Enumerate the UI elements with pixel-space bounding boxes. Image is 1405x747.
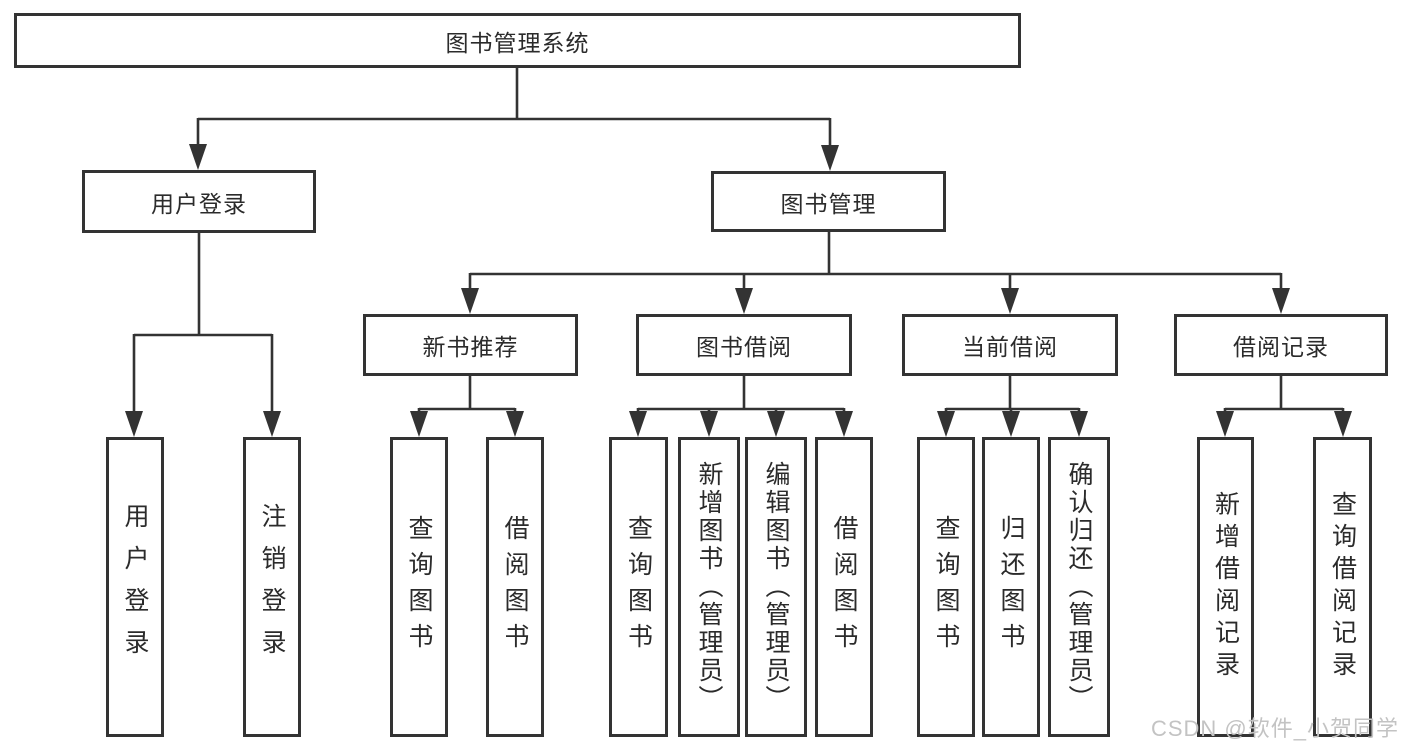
node-borrow-records: 借阅记录 [1174,314,1388,376]
leaf-label: 查询图书 [932,515,960,659]
leaf-add-book-admin: 新增图书（管理员） [678,437,740,737]
leaf-label: 注销登录 [258,503,286,671]
leaf-label: 查询借阅记录 [1328,491,1357,683]
node-current-borrow: 当前借阅 [902,314,1118,376]
leaf-return-book: 归还图书 [982,437,1040,737]
leaf-borrow-book-1: 借阅图书 [486,437,544,737]
leaf-label: 查询图书 [624,515,653,659]
leaf-label: 确认归还（管理员） [1065,461,1093,713]
arrowhead-icons [125,144,1352,437]
node-book-borrow: 图书借阅 [636,314,852,376]
node-book-management: 图书管理 [711,171,946,232]
leaf-logout: 注销登录 [243,437,301,737]
leaf-label: 编辑图书（管理员） [762,461,790,713]
leaf-confirm-return-admin: 确认归还（管理员） [1048,437,1110,737]
csdn-watermark: CSDN @软件_小贺同学 [1150,716,1399,741]
leaf-query-book-1: 查询图书 [390,437,448,737]
leaf-query-book-3: 查询图书 [917,437,975,737]
leaf-label: 用户登录 [121,503,149,671]
leaf-label: 新增借阅记录 [1211,491,1240,683]
leaf-query-book-2: 查询图书 [609,437,668,737]
node-new-book-recommend: 新书推荐 [363,314,578,376]
leaf-edit-book-admin: 编辑图书（管理员） [745,437,807,737]
leaf-label: 查询图书 [405,515,433,659]
leaf-label: 新增图书（管理员） [695,461,723,713]
leaf-borrow-book-2: 借阅图书 [815,437,873,737]
leaf-label: 借阅图书 [830,515,858,659]
node-library-management-system: 图书管理系统 [14,13,1021,68]
leaf-user-login: 用户登录 [106,437,164,737]
node-user-login: 用户登录 [82,170,316,233]
leaf-add-borrow-record: 新增借阅记录 [1197,437,1254,737]
leaf-query-borrow-record: 查询借阅记录 [1313,437,1372,737]
leaf-label: 归还图书 [997,515,1025,659]
leaf-label: 借阅图书 [501,515,529,659]
